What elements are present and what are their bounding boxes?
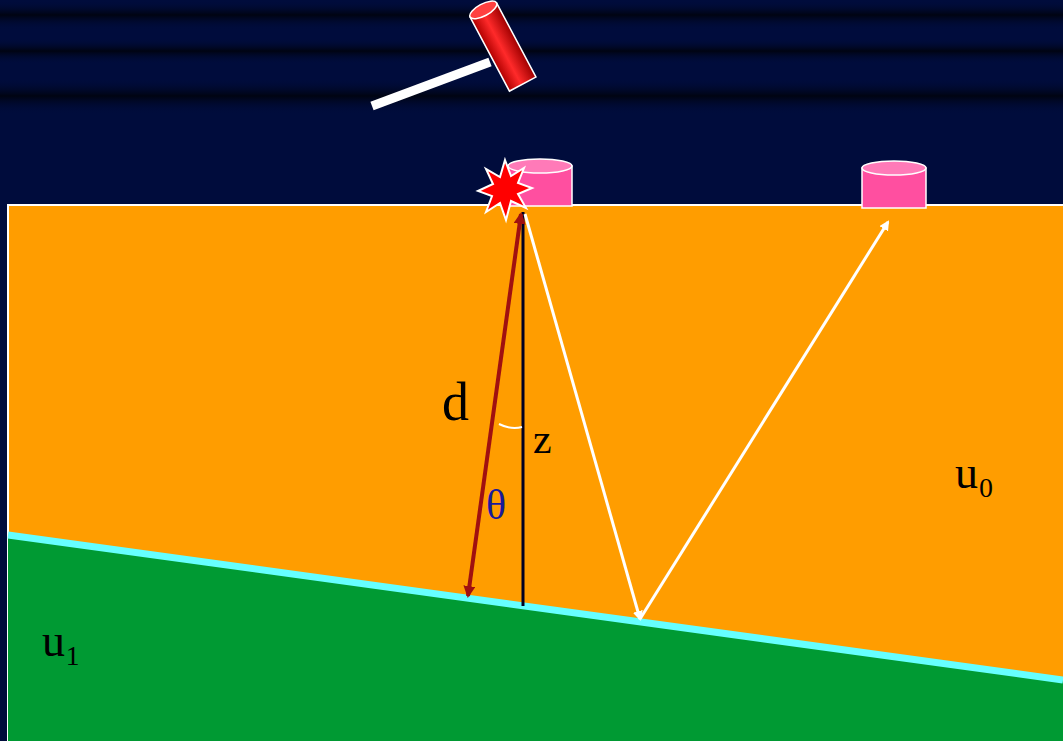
band <box>0 0 1063 30</box>
layer-label: u₀ <box>955 450 994 496</box>
geophone <box>862 161 926 208</box>
layer-label: u₁ <box>42 618 81 664</box>
depth-label: z <box>533 418 552 460</box>
explosion <box>478 160 532 220</box>
angle-arc <box>499 424 522 428</box>
ray-path <box>640 222 888 619</box>
ray-path <box>525 214 640 619</box>
lower-layer <box>8 535 1063 741</box>
hammer-head <box>467 0 536 91</box>
distance-label: d <box>442 375 469 429</box>
distance-arrow <box>468 214 521 596</box>
upper-layer <box>8 205 1063 741</box>
depth-line <box>522 212 525 606</box>
band <box>0 78 1063 114</box>
hammer-handle <box>372 62 490 106</box>
interface <box>8 535 1063 680</box>
band <box>0 38 1063 64</box>
angle-label: θ <box>486 484 506 526</box>
